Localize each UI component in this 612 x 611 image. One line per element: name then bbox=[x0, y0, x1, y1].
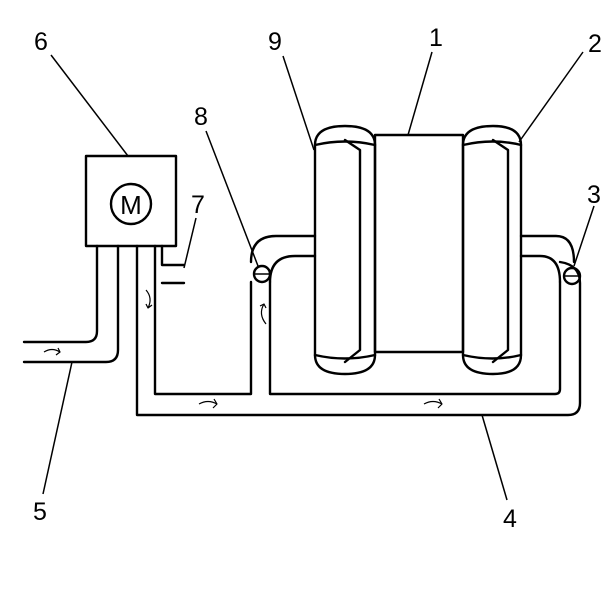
left-cylinder-inner-edge bbox=[343, 138, 362, 364]
right-cylinder-top-edge bbox=[461, 140, 523, 147]
lower-channel bbox=[268, 280, 562, 409]
pump-outlet-channel bbox=[145, 244, 253, 409]
leader-line-4 bbox=[481, 414, 508, 501]
callout-8: 8 bbox=[194, 103, 208, 131]
callout-3: 3 bbox=[587, 181, 601, 209]
left-cylinder-body bbox=[313, 124, 377, 376]
motor-pump-unit: M bbox=[84, 154, 178, 248]
right-connector bbox=[519, 234, 582, 286]
inlet-pipe bbox=[22, 244, 120, 364]
callout-5: 5 bbox=[33, 498, 47, 526]
motor-symbol: M bbox=[120, 190, 142, 220]
left-connector-inner-wall bbox=[268, 254, 317, 284]
left-cylinder-bottom-edge bbox=[313, 353, 377, 360]
right-cylinder bbox=[461, 124, 523, 376]
callout-6: 6 bbox=[34, 28, 48, 56]
flow-arrow-icon bbox=[145, 289, 153, 309]
leader-line-6 bbox=[50, 54, 129, 157]
callout-9: 9 bbox=[268, 28, 282, 56]
leader-line-9 bbox=[282, 55, 315, 151]
return-line-outer-wall bbox=[135, 244, 582, 417]
left-cylinder bbox=[313, 124, 377, 376]
motor-icon bbox=[109, 182, 153, 226]
outlet-channel-wall bbox=[153, 244, 253, 396]
flow-arrow-icon bbox=[198, 398, 218, 409]
left-connector-upper-wall bbox=[249, 234, 317, 264]
callout-4: 4 bbox=[503, 505, 517, 533]
callout-1: 1 bbox=[429, 24, 443, 52]
left-connector bbox=[249, 234, 317, 325]
right-cylinder-body bbox=[461, 124, 523, 376]
callout-2: 2 bbox=[588, 30, 602, 58]
flow-arrow-icon bbox=[259, 303, 267, 325]
leader-line-1 bbox=[407, 51, 433, 136]
right-cylinder-inner-edge bbox=[491, 138, 510, 364]
leader-lines bbox=[42, 51, 595, 501]
center-block bbox=[373, 133, 465, 354]
flow-arrow-icon bbox=[43, 347, 61, 356]
right-connector-upper-wall bbox=[519, 234, 576, 264]
pump-housing bbox=[84, 154, 178, 248]
right-connector-inner-wall bbox=[519, 254, 562, 284]
inlet-pipe-upper-wall bbox=[22, 244, 99, 344]
inlet-pipe-lower-wall bbox=[22, 244, 120, 364]
leader-line-2 bbox=[518, 51, 584, 143]
leader-line-5 bbox=[42, 361, 73, 495]
left-cylinder-top-edge bbox=[313, 140, 377, 147]
leader-line-7 bbox=[183, 217, 197, 269]
right-cylinder-bottom-edge bbox=[461, 353, 523, 360]
leader-line-8 bbox=[205, 130, 259, 267]
branch-upper-wall bbox=[160, 244, 186, 267]
leader-line-3 bbox=[573, 205, 595, 267]
lower-channel-wall bbox=[268, 280, 562, 396]
callout-labels: 1 2 3 4 5 6 7 8 9 bbox=[33, 24, 602, 533]
flow-arrow-icon bbox=[423, 398, 443, 409]
callout-7: 7 bbox=[191, 191, 205, 219]
